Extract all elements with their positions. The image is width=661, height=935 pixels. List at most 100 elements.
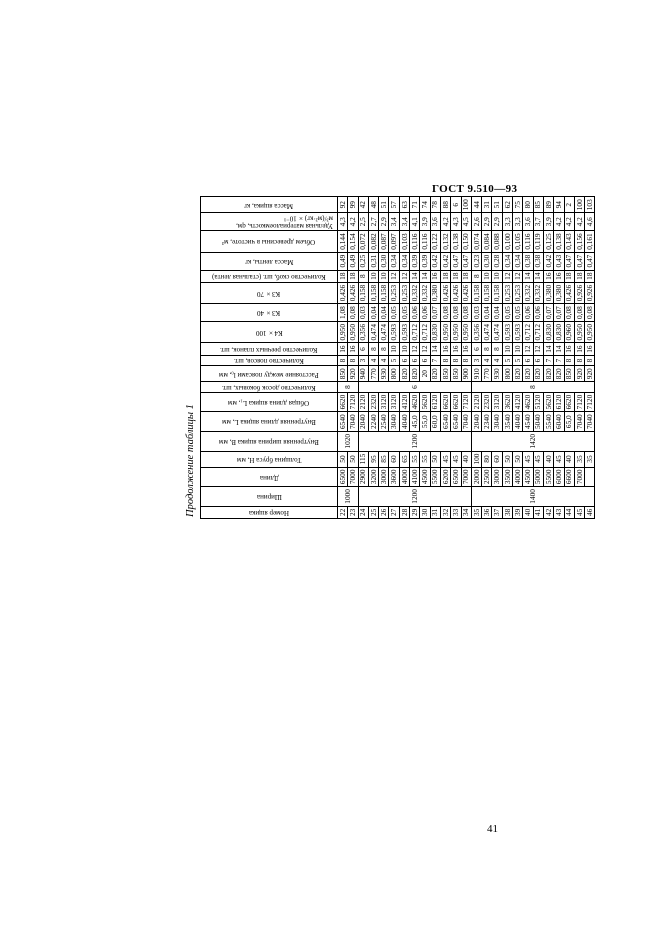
cell-nail-k3x70: 0,158 [358,282,369,304]
cell-nail-k4x100: 0,950 [461,321,472,343]
cell-outer-length: 4620 [522,392,534,412]
cell-box-mass: 78 [430,196,441,213]
cell-inner-length: 3040 [491,411,503,432]
cell-box-mass: 88 [440,196,451,213]
cell-box-mass: 62 [502,196,513,213]
cell-belt-count: 8 [450,355,462,366]
cell-nail-k4x100: 0,712 [533,321,544,343]
cell-specific-consumption: 2,6 [471,212,482,231]
cell-box-no: 33 [450,506,462,519]
cell-belt-spacing: 770 [368,365,379,382]
cell-sheet-length: 6500 [450,467,462,487]
cell-inner-length: 7040 [584,411,595,432]
cell-outer-length: 3120 [388,392,400,412]
cell-wood-volume: 0,103 [399,230,410,253]
cell-belt-spacing: 820 [543,365,554,382]
col-header-belt-spacing: Расстояние между поясами l₀, мм [200,365,338,382]
cell-outer-length: 3620 [502,392,513,412]
col-header-inner-length: Внутренняя длина ящика L, мм [200,411,338,432]
cell-specific-consumption: 3,6 [522,212,534,231]
cell-nail-k3x70: 0,158 [471,282,482,304]
cell-nail-k3x40: 1,08 [337,303,348,322]
cell-outer-length: 5620 [419,392,431,412]
cell-tape-mass: 0,47 [574,252,585,271]
cell-belt-count: 8 [440,355,451,366]
cell-box-mass: 74 [419,196,431,213]
cell-nail-k3x70: 0,426 [337,282,348,304]
cell-tape-qty: 18 [584,270,595,283]
cell-belt-count: 6 [409,355,420,366]
cell-tape-qty: 18 [461,270,472,283]
cell-belt-count: 7 [430,355,441,366]
cell-nail-k3x70: 0,158 [481,282,492,304]
cell-board-count: 14 [543,342,554,356]
cell-tape-mass: 0,39 [409,252,420,271]
col-header-nail-k4x100: К4×100 [200,321,338,343]
cell-nail-k3x40: 0,08 [461,303,472,322]
cell-inner-length: 6540 [450,411,462,432]
cell-sheet-width: 1200 [358,486,472,507]
cell-tape-qty: 12 [388,270,400,283]
cell-belt-spacing: 900 [461,365,472,382]
cell-belt-spacing: 850 [450,365,462,382]
cell-outer-length: 5620 [543,392,554,412]
col-header-label: Масса ленты, кг [244,257,294,266]
cell-nail-k3x40: 0,07 [430,303,441,322]
cell-nail-k3x40: 0,08 [450,303,462,322]
cell-board-count: 12 [522,342,534,356]
cell-inner-length: 2240 [368,411,379,432]
col-header-label: Количество скоб, шт. (стальная лента) [212,272,326,281]
cell-timber-thickness: 100 [471,451,482,468]
cell-specific-consumption: 2,7 [368,212,379,231]
cell-tape-mass: 0,34 [399,252,410,271]
col-header-inner-width: Внутренняя ширина ящика B, мм [200,431,338,452]
cell-outer-length: 6620 [450,392,462,412]
cell-tape-mass: 0,34 [388,252,400,271]
cell-board-count: 14 [553,342,565,356]
cell-nail-k4x100: 0,712 [419,321,431,343]
col-header-label: К3×40 [257,309,281,318]
cell-belt-count: 7 [543,355,554,366]
cell-nail-k4x100: 0,950 [440,321,451,343]
cell-specific-consumption: 3,6 [430,212,441,231]
cell-sheet-length: 6600 [564,467,575,487]
cell-wood-volume: 0,122 [430,230,441,253]
cell-belt-spacing: 820 [399,365,410,382]
cell-tape-mass: 0,47 [461,252,472,271]
cell-belt-count: 3 [358,355,369,366]
cell-belt-count: 4 [368,355,379,366]
cell-board-count: 12 [409,342,420,356]
cell-inner-width: 1200 [358,431,472,452]
cell-tape-mass: 0,23 [471,252,482,271]
cell-nail-k3x70: 0,253 [502,282,513,304]
cell-sheet-length: 2500 [481,467,492,487]
cell-inner-length: 7040 [574,411,585,432]
cell-box-no: 38 [502,506,513,519]
cell-timber-thickness: 35 [574,451,585,468]
cell-tape-mass: 0,43 [553,252,565,271]
cell-tape-qty: 14 [522,270,534,283]
cell-nail-k3x40: 0,05 [512,303,523,322]
cell-tape-mass: 0,42 [543,252,554,271]
col-header-rail-count: Количество реечных планок, шт. [200,342,338,356]
cell-specific-consumption: 3,9 [543,212,554,231]
cell-nail-k4x100: 0,712 [409,321,420,343]
cell-nail-k3x40: 0,04 [378,303,389,322]
cell-outer-length: 7120 [461,392,472,412]
cell-timber-thickness: 55 [419,451,431,468]
cell-belt-count: 4 [491,355,503,366]
cell-box-no: 25 [368,506,379,519]
cell-timber-thickness: 50 [337,451,348,468]
cell-belt-count: 8 [574,355,585,366]
cell-box-no: 41 [533,506,544,519]
cell-nail-k3x40: 0,04 [368,303,379,322]
cell-outer-length: 5120 [533,392,544,412]
col-header-tape-mass: Масса ленты, кг [200,252,338,271]
cell-specific-consumption: 4,1 [409,212,420,231]
cell-box-no: 46 [584,506,595,519]
